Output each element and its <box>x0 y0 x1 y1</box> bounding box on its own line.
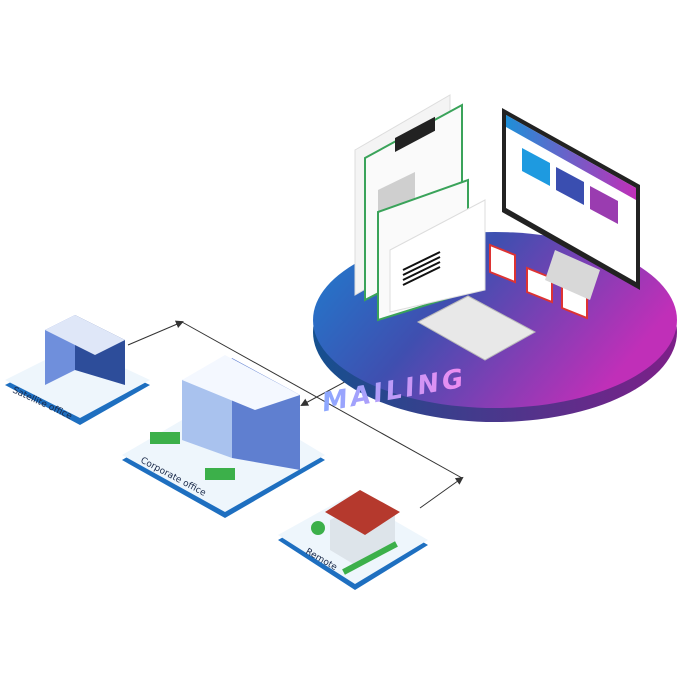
node-satellite-office: Satellite office <box>5 315 150 425</box>
mailing-hub: MAILING <box>313 94 677 422</box>
node-corporate-office: Corporate office <box>122 355 325 518</box>
envelopes-icon <box>354 94 486 322</box>
connector-remote <box>419 476 464 509</box>
connector-main <box>181 321 463 479</box>
monitor-icon <box>502 108 640 300</box>
keyboard-icon <box>416 295 537 361</box>
shipping-labels-icon <box>489 243 588 320</box>
connector-corporate <box>300 377 353 406</box>
connectors <box>127 320 464 509</box>
connector-satellite <box>127 320 184 346</box>
node-remote: Remote <box>278 490 428 590</box>
